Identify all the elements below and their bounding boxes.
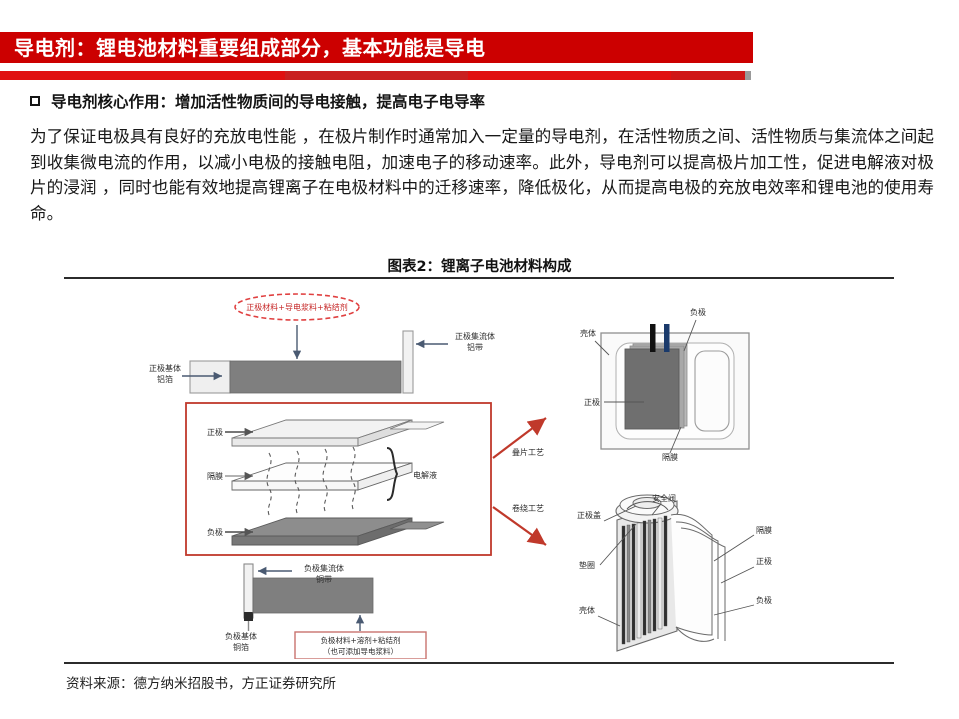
slide-title-banner: 导电剂：锂电池材料重要组成部分，基本功能是导电	[0, 29, 753, 66]
accent-stripe-segment-1	[285, 71, 468, 80]
layer-anode-label: 负极	[207, 527, 223, 537]
anode-slurry-box-line1: 负极材料+溶剂+粘结剂	[320, 635, 400, 645]
page-title: 导电剂：锂电池材料重要组成部分，基本功能是导电	[14, 35, 486, 60]
anode-substrate-sublabel: 铜箔	[233, 642, 249, 652]
cathode-slurry-ellipse-label: 正极材料+导电浆料+粘结剂	[246, 302, 347, 312]
cyl-cathode-label: 正极	[756, 556, 772, 566]
winding-process-arrow	[492, 506, 547, 546]
cathode-substrate-label: 正极基体	[149, 363, 181, 373]
prismatic-cathode-label: 正极	[584, 397, 600, 407]
cyl-case-label: 壳体	[579, 605, 595, 615]
layer-cathode-label: 正极	[207, 427, 223, 437]
cathode-slurry-ellipse	[234, 293, 360, 321]
anode-slurry-box	[294, 631, 427, 659]
accent-stripe-segment-2	[468, 71, 671, 80]
cyl-safety-valve-label: 安全阀	[652, 493, 676, 503]
process-stacking-label: 叠片工艺	[512, 447, 544, 457]
prismatic-anode-label: 负极	[690, 307, 706, 317]
layer-separator-label: 隔膜	[207, 471, 223, 481]
figure-bottom-rule	[64, 662, 894, 664]
square-outline-icon	[30, 96, 40, 106]
cyl-anode-label: 负极	[756, 595, 772, 605]
figure-diagram: 正极材料+导电浆料+粘结剂 正极基体 铝箔 正极集流体 铝带 电解液 正极 隔膜…	[64, 283, 894, 659]
accent-stripe-row	[0, 71, 745, 80]
cyl-cap-label: 正极盖	[577, 510, 601, 520]
process-winding-label: 卷绕工艺	[512, 503, 544, 513]
section-heading: 导电剂核心作用：增加活性物质间的导电接触，提高电子电导率	[30, 90, 485, 112]
cathode-collector-label: 正极集流体	[455, 331, 495, 341]
cyl-separator-label: 隔膜	[756, 525, 772, 535]
electrolyte-label: 电解液	[413, 470, 437, 480]
accent-stripe-segment-3	[671, 71, 745, 80]
accent-stripe-segment-0	[0, 71, 285, 80]
prismatic-case-label: 壳体	[580, 328, 596, 338]
section-heading-label: 导电剂核心作用：增加活性物质间的导电接触，提高电子电导率	[51, 93, 486, 111]
body-paragraph: 为了保证电极具有良好的充放电性能 ，在极片制作时通常加入一定量的导电剂，在活性物…	[30, 127, 934, 223]
anode-substrate-label: 负极基体	[225, 631, 257, 641]
prismatic-separator-label: 隔膜	[662, 452, 678, 462]
figure-top-rule	[64, 277, 894, 279]
cathode-substrate-sublabel: 铝箔	[157, 374, 173, 384]
anode-collector-label: 负极集流体	[304, 563, 344, 573]
figure-title: 图表2：锂离子电池材料构成	[387, 259, 572, 275]
anode-collector-sublabel: 铜带	[316, 574, 332, 584]
cyl-gasket-label: 垫圈	[579, 560, 595, 570]
anode-slurry-box-line2: （也可添加导电浆料）	[323, 646, 398, 656]
cathode-collector-sublabel: 铝带	[467, 342, 483, 352]
stacking-process-arrow	[492, 417, 547, 459]
source-note: 资料来源：德方纳米招股书，方正证券研究所	[66, 676, 336, 692]
stripe-right-cap	[745, 71, 751, 80]
